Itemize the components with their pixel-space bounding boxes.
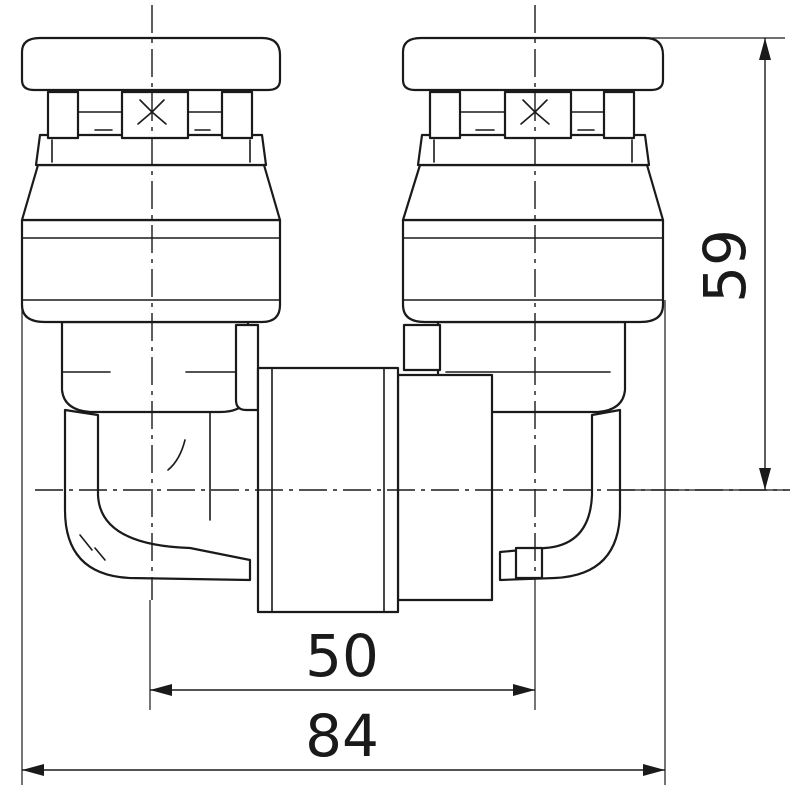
dimension-label-59: 59 bbox=[691, 229, 759, 303]
dimension-59: 59 bbox=[691, 38, 771, 490]
dimension-50: 50 bbox=[150, 622, 535, 696]
arrowhead-left bbox=[22, 764, 44, 776]
arrowhead-right bbox=[643, 764, 665, 776]
arrowhead-bottom bbox=[759, 468, 771, 490]
arrowhead-top bbox=[759, 38, 771, 60]
dimension-label-50: 50 bbox=[305, 622, 379, 690]
central-connector bbox=[234, 323, 494, 614]
dimension-84: 84 bbox=[22, 702, 665, 776]
dimension-label-84: 84 bbox=[305, 702, 379, 770]
left-valve-body bbox=[20, 36, 282, 582]
arrowhead-left bbox=[150, 684, 172, 696]
center-lines bbox=[35, 5, 790, 600]
arrowhead-right bbox=[513, 684, 535, 696]
right-valve-body bbox=[401, 36, 665, 582]
